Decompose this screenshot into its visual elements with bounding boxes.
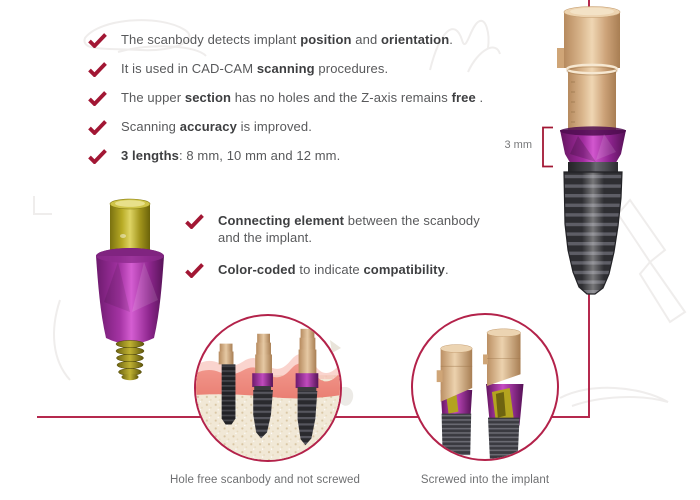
implants-in-bone-illustration (196, 328, 340, 460)
check-icon (88, 91, 107, 106)
checklist-item-text: It is used in CAD-CAM scanning procedure… (121, 61, 389, 76)
caption-right: Screwed into the implant (420, 474, 550, 486)
note-item: Connecting element between the scanbody … (185, 212, 515, 246)
note-item: Color-coded to indicate compatibility. (185, 261, 515, 278)
checklist-item: It is used in CAD-CAM scanning procedure… (88, 60, 508, 77)
checklist-item-text: 3 lengths: 8 mm, 10 mm and 12 mm. (121, 148, 341, 163)
checklist-item-text: Scanning accuracy is improved. (121, 119, 312, 134)
connector-notes: Connecting element between the scanbody … (185, 212, 515, 293)
checklist-item-text: The upper section has no holes and the Z… (121, 90, 484, 105)
checklist-item-text: The scanbody detects implant position an… (121, 32, 453, 47)
checklist-item: The upper section has no holes and the Z… (88, 89, 508, 106)
check-icon (88, 120, 107, 135)
check-icon (88, 62, 107, 77)
check-icon (185, 263, 204, 278)
screwed-scanbodies-illustration (436, 328, 524, 459)
note-item-text: Color-coded to indicate compatibility. (218, 262, 449, 277)
checklist-item: 3 lengths: 8 mm, 10 mm and 12 mm. (88, 147, 508, 164)
inset-circle-left (194, 314, 342, 462)
checklist-item: Scanning accuracy is improved. (88, 118, 508, 135)
caption-left: Hole free scanbody and not screwed (169, 474, 361, 486)
scanbody-connector-illustration (96, 198, 164, 381)
check-icon (88, 33, 107, 48)
note-item-text: Connecting element between the scanbody … (218, 213, 480, 245)
checklist: The scanbody detects implant position an… (88, 31, 508, 176)
check-icon (88, 149, 107, 164)
inset-circle-right (411, 313, 559, 461)
implant-scanbody-illustration (557, 6, 626, 295)
measurement-label: 3 mm (504, 139, 533, 151)
measurement-bracket (542, 126, 553, 168)
checklist-item: The scanbody detects implant position an… (88, 31, 508, 48)
check-icon (185, 214, 204, 229)
